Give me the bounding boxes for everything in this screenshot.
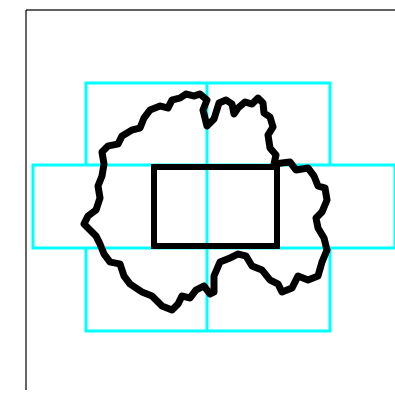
middle-band [33, 165, 395, 248]
center-rectangle [154, 167, 277, 246]
bottom-left-box [86, 248, 207, 331]
